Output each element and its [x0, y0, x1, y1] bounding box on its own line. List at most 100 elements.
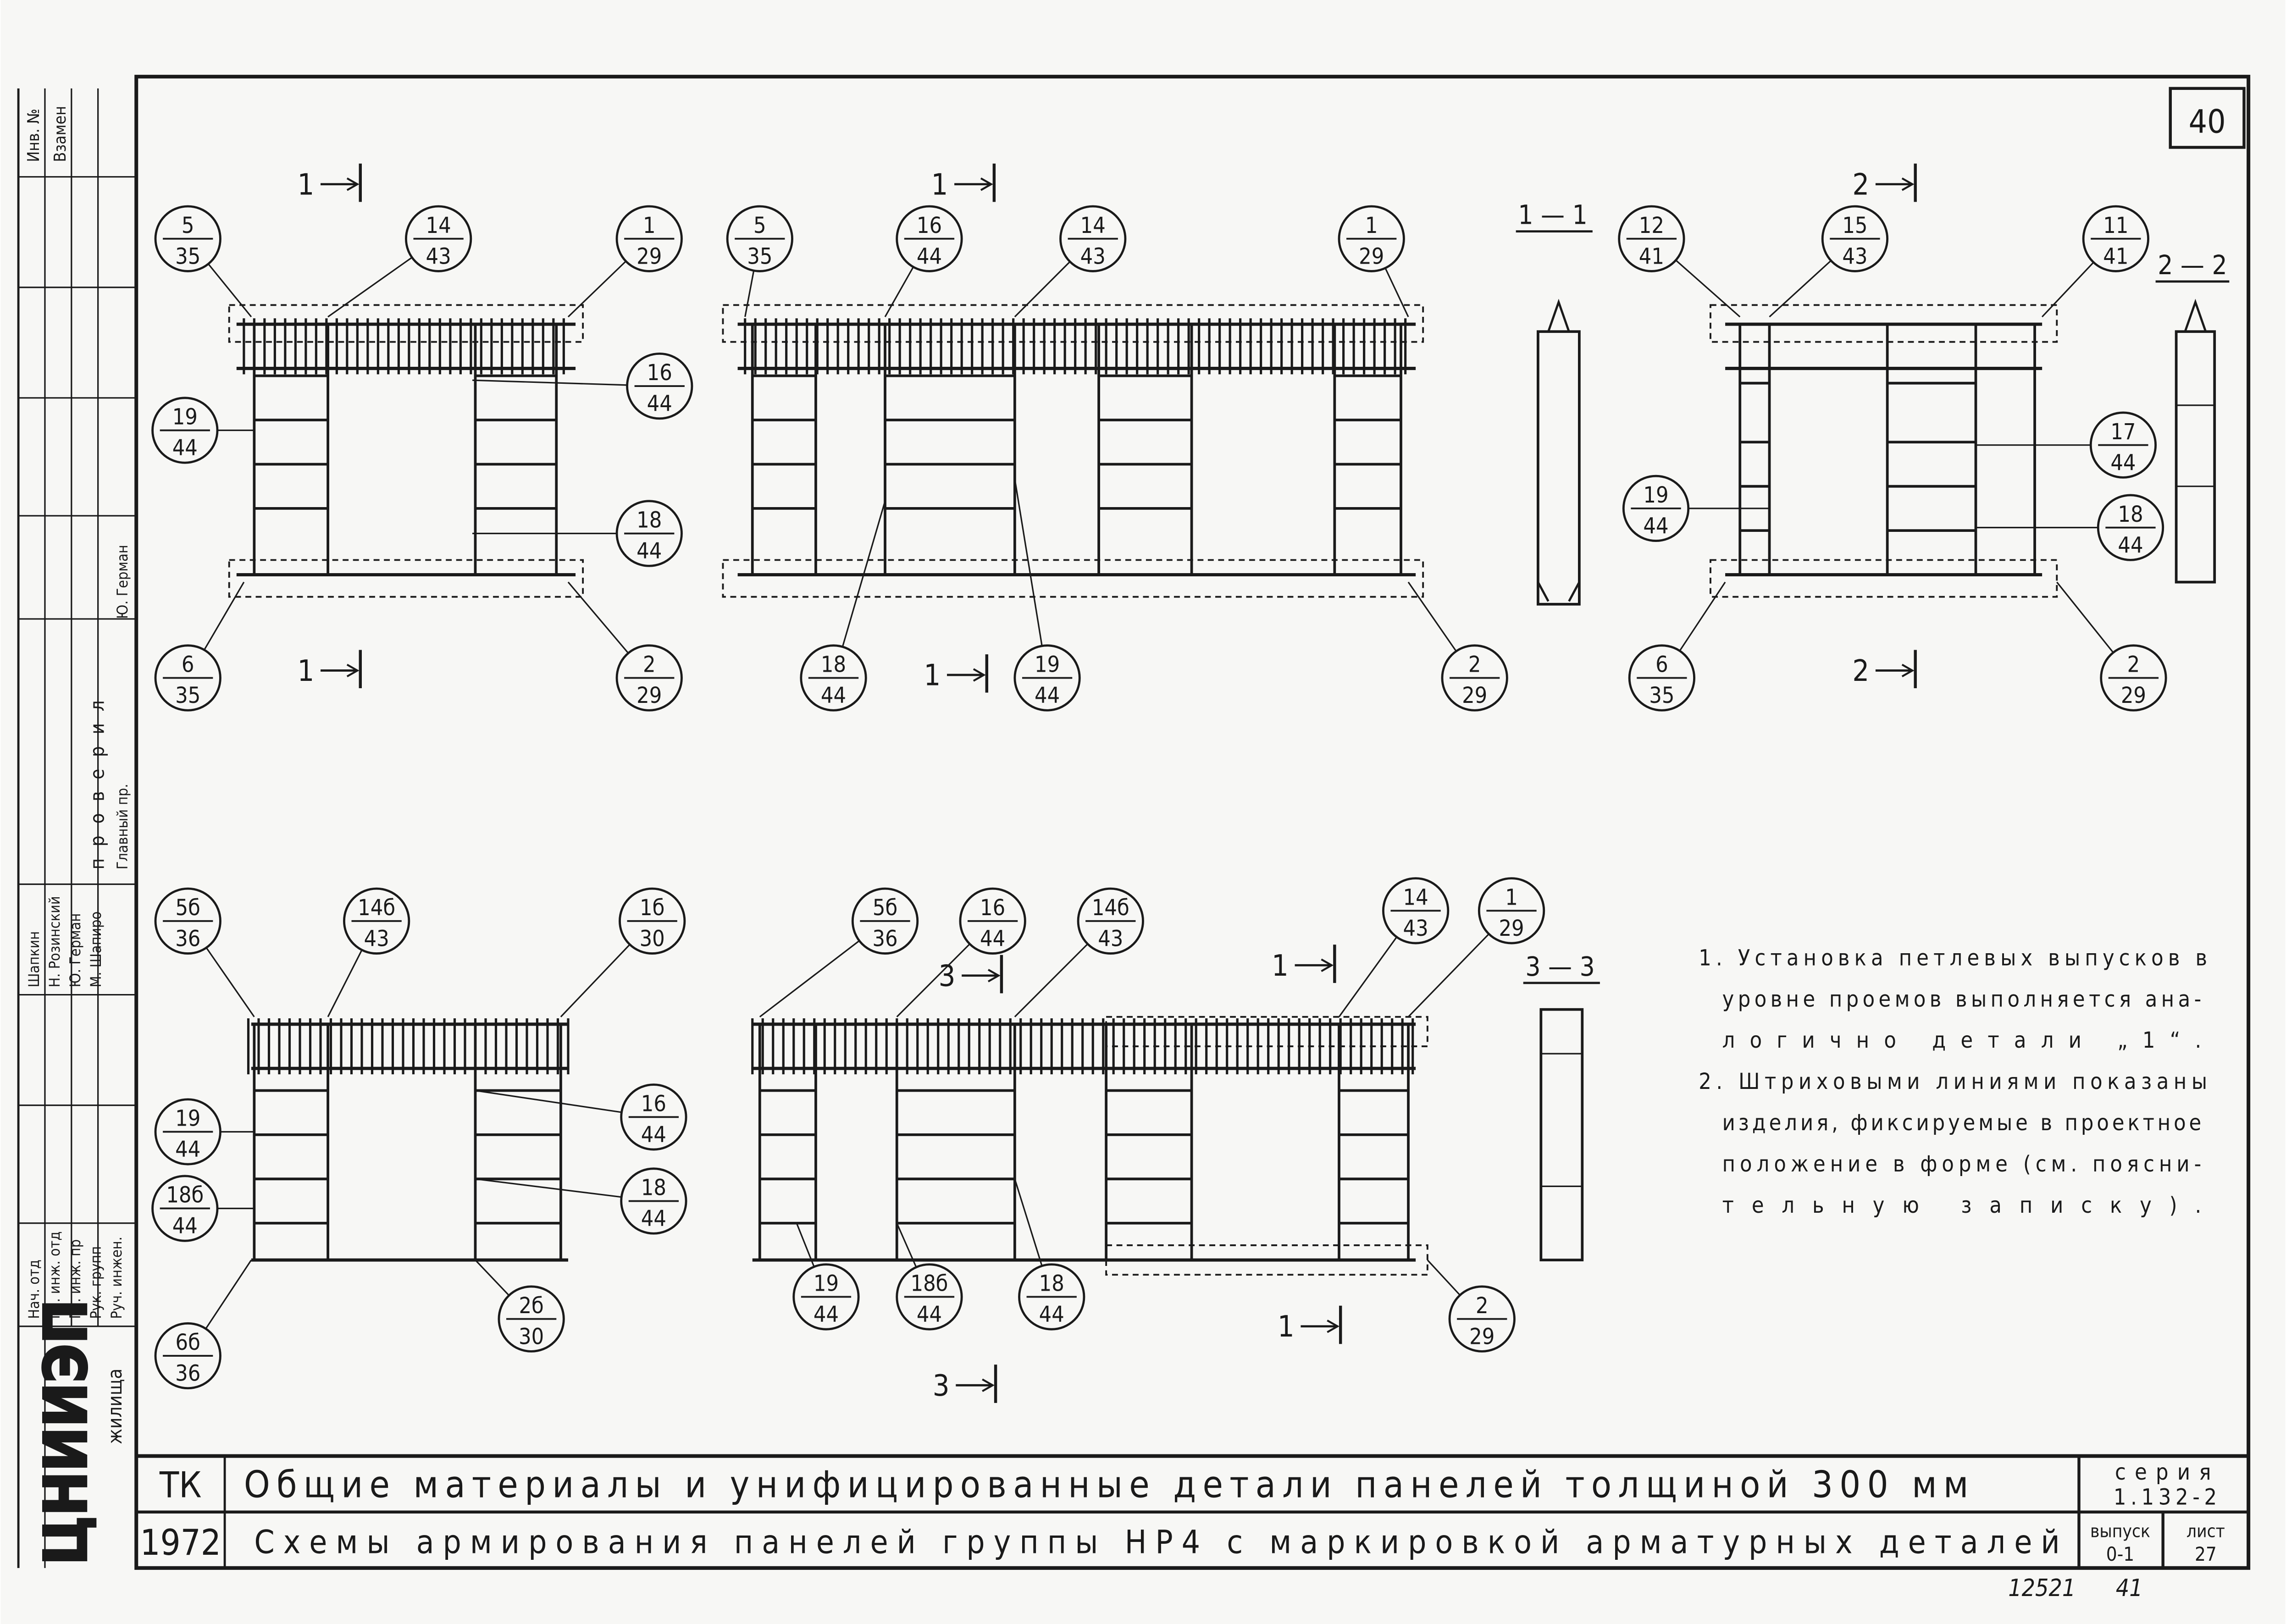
svg-text:1 — 1: 1 — 1: [1518, 199, 1587, 231]
svg-text:Нач. отд: Нач. отд: [25, 1259, 43, 1319]
callout-bottom: 44: [641, 1122, 666, 1148]
callout-top: 19: [1035, 652, 1060, 678]
series-label: серия: [2115, 1459, 2220, 1485]
callout-top: 14: [1080, 213, 1106, 238]
panel-3: [1710, 304, 2058, 598]
callout-bottom: 35: [175, 243, 200, 269]
org-logo: ЦНИИЭП: [32, 1299, 100, 1565]
sheet-value: 27: [2195, 1543, 2217, 1565]
section-mark: 1: [297, 163, 362, 202]
callout-top: 15: [1842, 213, 1867, 238]
svg-text:1: 1: [1278, 1309, 1295, 1344]
callout-bottom: 44: [1643, 514, 1668, 539]
callout-bottom: 41: [2103, 243, 2128, 269]
svg-text:1: 1: [931, 167, 948, 202]
callout-top: 14б: [358, 895, 395, 921]
leader-line: [796, 1223, 815, 1267]
panel-1: [228, 304, 584, 598]
leader-line: [475, 1259, 510, 1296]
callout-top: 18б: [166, 1182, 204, 1208]
callout-bottom: 44: [637, 538, 662, 564]
leader-line: [560, 944, 631, 1017]
callout-top: 1: [1505, 884, 1518, 910]
callout-top: 18: [1039, 1271, 1064, 1297]
section-mark: 3: [939, 955, 1003, 994]
callout-bottom: 43: [364, 926, 389, 951]
issue-label: выпуск: [2090, 1521, 2150, 1541]
callout-bottom: 44: [641, 1206, 666, 1232]
callout-top: 2: [1476, 1293, 1489, 1319]
callout-bottom: 41: [1639, 243, 1664, 269]
svg-text:3 — 3: 3 — 3: [1525, 951, 1594, 982]
callout-bottom: 44: [175, 1137, 200, 1162]
callout-top: 19: [814, 1271, 839, 1297]
callout-top: 5б: [873, 895, 897, 921]
leader-line: [204, 581, 245, 651]
leader-line: [744, 270, 755, 317]
callout-bottom: 44: [1039, 1302, 1064, 1327]
callout-top: 5б: [176, 895, 200, 921]
section-marks: 1 1 1 1 2 2 3 1 1 3: [297, 163, 1917, 1403]
callout-marker: 229: [2100, 644, 2167, 712]
leader-line: [896, 1223, 917, 1268]
callout-top: 16: [647, 360, 672, 386]
callout-top: 5: [182, 213, 194, 238]
leader-line: [1407, 933, 1489, 1017]
callout-marker: 229: [615, 644, 683, 712]
sheet-number-box: 40: [2169, 87, 2246, 149]
leader-line: [475, 1089, 622, 1113]
stamp-texts: Инв. № Взамен Нач. отд Гл. инж. отд Гл. …: [24, 106, 131, 1566]
callout-top: 5: [753, 213, 766, 238]
callout-bottom: 43: [1080, 243, 1106, 269]
callout-top: 6: [1655, 652, 1668, 678]
svg-text:3: 3: [939, 959, 956, 993]
leader-lines: [204, 257, 2114, 1329]
svg-text:1: 1: [924, 658, 941, 693]
callout-bottom: 35: [747, 243, 772, 269]
leader-line: [1014, 479, 1043, 646]
svg-text:Инв. №: Инв. №: [24, 109, 43, 162]
callout-top: 19: [175, 1106, 200, 1132]
leader-line: [1769, 260, 1832, 318]
callout-marker: 535: [154, 205, 221, 272]
footer-number-1: 12521: [2008, 1574, 2076, 1602]
callout-bottom: 44: [814, 1302, 839, 1327]
callout-top: 16: [917, 213, 942, 238]
callout-bottom: 44: [647, 391, 672, 417]
callout-bottom: 43: [1098, 926, 1123, 951]
section-title-1-1: 1 — 1: [1516, 199, 1593, 233]
svg-text:Ю. Герман: Ю. Герман: [114, 545, 131, 619]
callout-bottom: 44: [980, 926, 1005, 951]
reinforcement-panels: [228, 304, 2058, 1276]
callout-bottom: 30: [519, 1324, 544, 1349]
svg-text:Гл. инж. отд: Гл. инж. отд: [46, 1232, 63, 1319]
svg-text:2: 2: [1852, 167, 1869, 202]
callout-top: 11: [2103, 213, 2128, 238]
svg-text:М. Шапиро: М. Шапиро: [87, 911, 105, 988]
svg-text:Руч. инжен.: Руч. инжен.: [108, 1237, 125, 1319]
callout-bottom: 44: [1035, 683, 1060, 708]
callout-bottom: 44: [821, 683, 846, 708]
callout-bottom: 29: [1462, 683, 1487, 708]
title-year: 1972: [140, 1522, 221, 1563]
callout-bottom: 29: [1499, 916, 1524, 941]
drawing-frame: [134, 75, 2251, 1570]
svg-text:Главный пр.: Главный пр.: [114, 784, 131, 869]
svg-text:1: 1: [297, 654, 314, 688]
leader-line: [2056, 581, 2114, 653]
callout-top: 6: [182, 652, 194, 678]
svg-text:3: 3: [933, 1369, 950, 1403]
